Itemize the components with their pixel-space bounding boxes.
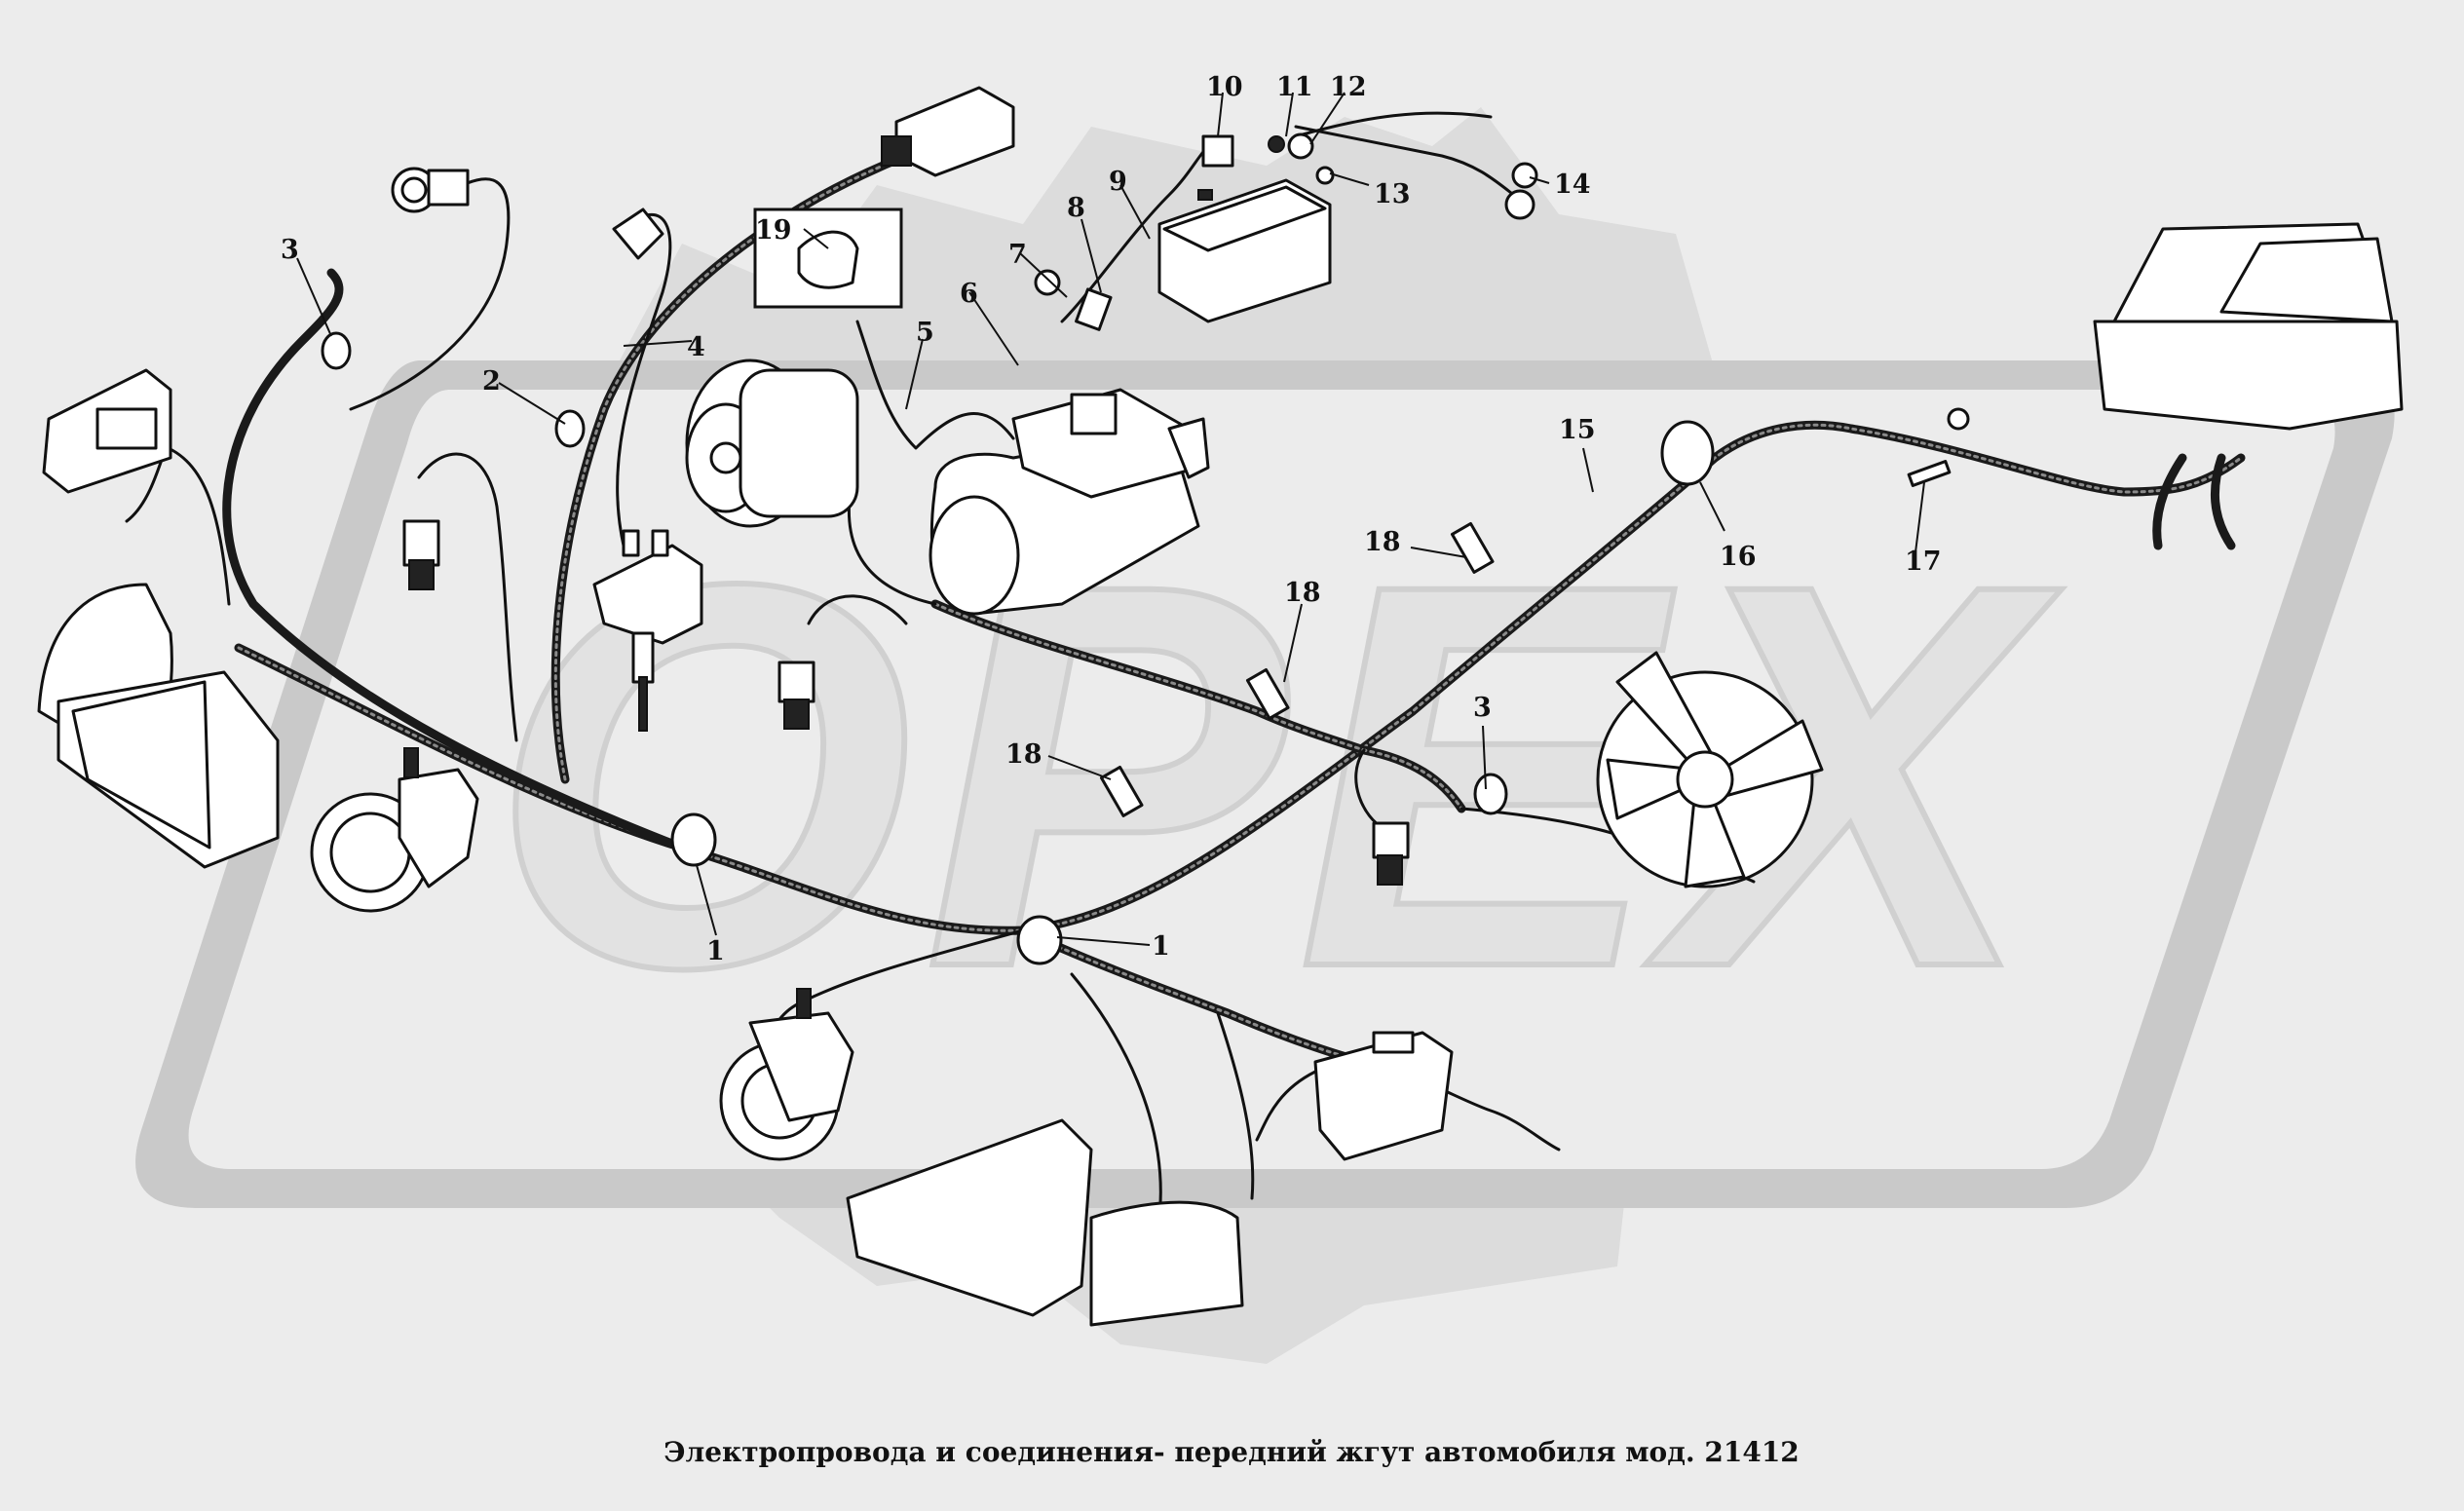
- callout-19: 19: [755, 215, 792, 246]
- horn-left-icon: [310, 747, 479, 913]
- callout-18b: 18: [1284, 578, 1321, 608]
- battery-terminal-icon: [1201, 132, 1538, 220]
- callout-1a: 1: [706, 936, 725, 966]
- callout-13: 13: [1374, 179, 1411, 209]
- callout-2: 2: [482, 366, 501, 397]
- callout-18c: 18: [1005, 739, 1042, 770]
- distributor-icon: [592, 529, 703, 732]
- callout-11: 11: [1276, 72, 1313, 102]
- sensor-icon: [402, 519, 440, 590]
- headlight-left-icon: [37, 583, 280, 869]
- fan-icon: [1596, 651, 1824, 888]
- detail-box-19: [753, 208, 903, 309]
- callout-3a: 3: [281, 235, 299, 265]
- grommet-icon: [670, 812, 717, 867]
- callout-8: 8: [1067, 193, 1085, 223]
- cable-tie-icon: [1245, 667, 1290, 720]
- side-light-right-icon: [1313, 1031, 1454, 1161]
- grommet-icon: [1660, 420, 1715, 486]
- relay-box-icon: [2093, 222, 2404, 431]
- clamp-icon: [554, 409, 586, 448]
- callout-1b: 1: [1152, 931, 1170, 962]
- leader-lines: [296, 92, 1925, 946]
- plug-connector-icon: [612, 86, 1015, 260]
- lamp-socket-icon: [391, 167, 470, 213]
- callout-7: 7: [1008, 240, 1027, 270]
- callout-3b: 3: [1473, 693, 1492, 723]
- harness-left-loop: [222, 268, 687, 852]
- callout-18a: 18: [1364, 527, 1401, 557]
- callout-5: 5: [916, 318, 934, 348]
- terminal-ring-icon: [1034, 269, 1061, 296]
- callout-17: 17: [1905, 547, 1942, 577]
- battery-icon: [1157, 178, 1332, 323]
- callout-15: 15: [1559, 415, 1596, 445]
- callout-4: 4: [687, 332, 705, 362]
- cable-tie-icon: [1099, 765, 1144, 817]
- callout-16: 16: [1720, 542, 1757, 572]
- clamp-icon: [321, 331, 352, 370]
- horn-right-icon: [719, 988, 854, 1161]
- starter-icon: [929, 388, 1210, 616]
- clamp-icon: [1473, 773, 1508, 815]
- cable-tie-icon: [1907, 460, 1952, 487]
- side-light-left-icon: [42, 368, 172, 494]
- callout-14: 14: [1554, 170, 1591, 200]
- connector-icon: [1075, 287, 1113, 331]
- terminal-ring-icon: [1947, 407, 1970, 431]
- diagram-caption: Электропровода и соединения- передний жг…: [663, 1436, 1800, 1468]
- callout-6: 6: [960, 279, 978, 309]
- callout-10: 10: [1206, 72, 1243, 102]
- coolant-sensor-icon: [777, 661, 1410, 886]
- alternator-icon: [685, 359, 859, 528]
- grommet-icon: [1016, 915, 1063, 965]
- cable-tie-icon: [1450, 521, 1495, 574]
- watermark-inner-frame: [188, 390, 2335, 1169]
- watermark-text: OPEX: [489, 471, 2063, 1080]
- callout-labels: 1 1 2 3 3 4 5 6 7 8 9 10 11 12 13 14 15 …: [281, 72, 1942, 966]
- headlight-right-icon: [846, 1118, 1244, 1327]
- callout-12: 12: [1330, 72, 1367, 102]
- harness-relay-tails: [2152, 453, 2236, 550]
- fasteners: [321, 269, 1970, 965]
- callout-9: 9: [1109, 167, 1127, 197]
